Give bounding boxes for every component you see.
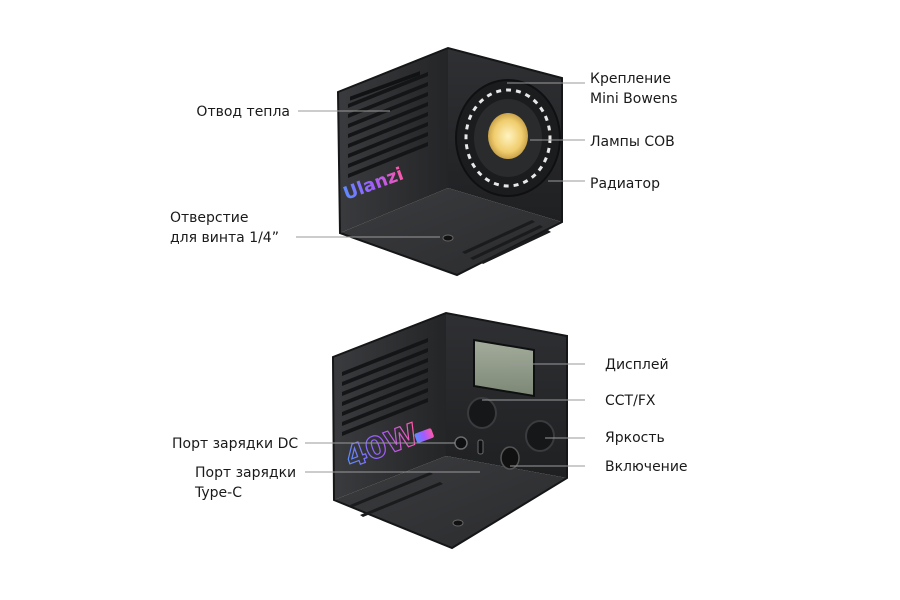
screw-callout: Отверстие для винта 1/4” (170, 208, 290, 248)
power-switch (500, 446, 520, 470)
typec-port (477, 439, 484, 455)
display-screen (473, 338, 535, 398)
typec-label-line2: Type-C (195, 485, 242, 501)
typec-label-line1: Порт зарядки (195, 465, 297, 481)
mount-label-line1: Крепление (590, 71, 672, 87)
screw-label-line2: для винта 1/4” (170, 230, 279, 246)
bottom-light-device: 40W (331, 311, 568, 550)
top-light-device: Ulanzi (336, 46, 563, 277)
cob-label: Лампы COB (590, 134, 675, 150)
dc-port-label: Порт зарядки DC (172, 436, 299, 452)
dc-port (454, 436, 468, 450)
brightness-knob (525, 420, 555, 452)
mount-callout: Крепление Mini Bowens (590, 69, 678, 109)
mount-label-line2: Mini Bowens (590, 91, 678, 107)
typec-callout: Порт зарядки Type-C (195, 463, 296, 503)
radiator-label: Радиатор (590, 176, 660, 192)
power-label: Включение (605, 459, 688, 475)
heat-label: Отвод тепла (196, 104, 290, 120)
brightness-label: Яркость (605, 430, 665, 446)
screw-label-line1: Отверстие (170, 210, 249, 226)
cob-lamp (488, 113, 528, 159)
cct-label: CCT/FX (605, 393, 656, 409)
cct-knob (467, 397, 497, 429)
display-label: Дисплей (605, 357, 669, 373)
callout-lines (296, 82, 585, 473)
